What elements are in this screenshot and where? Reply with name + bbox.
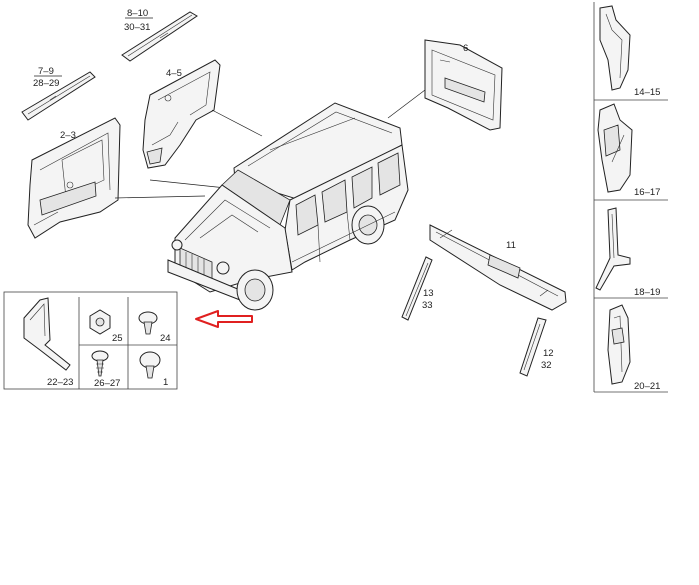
- vehicle-illustration: [167, 102, 409, 311]
- right-parts-column: [593, 2, 668, 393]
- part-16-17[interactable]: [597, 103, 633, 193]
- label-1: 1: [163, 377, 168, 388]
- label-13: 13: [423, 288, 434, 299]
- part-25[interactable]: [89, 309, 111, 335]
- label-16-17: 16–17: [634, 187, 660, 198]
- part-1[interactable]: [139, 351, 161, 379]
- label-6: 6: [463, 43, 468, 54]
- fasteners-box: [3, 291, 178, 390]
- leader-line: [211, 109, 263, 137]
- part-6[interactable]: [424, 39, 503, 131]
- label-32: 32: [541, 360, 552, 371]
- label-25: 25: [112, 333, 123, 344]
- label-12: 12: [543, 348, 554, 359]
- label-4-5: 4–5: [166, 68, 182, 79]
- label-7-9: 7–9: [38, 66, 54, 77]
- label-33: 33: [422, 300, 433, 311]
- part-18-19[interactable]: [595, 207, 631, 291]
- label-11: 11: [506, 240, 516, 251]
- label-30-31: 30–31: [124, 22, 150, 33]
- part-14-15[interactable]: [599, 5, 631, 91]
- part-24[interactable]: [138, 311, 158, 335]
- label-28-29: 28–29: [33, 78, 59, 89]
- label-2-3: 2–3: [60, 130, 76, 141]
- part-2-3[interactable]: [27, 117, 121, 239]
- label-20-21: 20–21: [634, 381, 660, 392]
- part-11[interactable]: [429, 224, 567, 311]
- part-4-5[interactable]: [142, 59, 221, 169]
- label-8-10: 8–10: [127, 8, 148, 19]
- leader-line: [149, 179, 227, 189]
- pointer-arrow: [195, 310, 253, 328]
- label-22-23: 22–23: [47, 377, 73, 388]
- part-22-23[interactable]: [23, 297, 71, 371]
- leader-line: [114, 195, 206, 199]
- part-12[interactable]: [519, 317, 547, 377]
- label-24: 24: [160, 333, 171, 344]
- label-18-19: 18–19: [634, 287, 660, 298]
- label-14-15: 14–15: [634, 87, 660, 98]
- part-7-9[interactable]: [21, 71, 96, 121]
- leader-line: [387, 89, 426, 119]
- part-8-10[interactable]: [121, 11, 198, 62]
- part-13[interactable]: [401, 256, 433, 321]
- label-26-27: 26–27: [94, 378, 120, 389]
- part-26-27[interactable]: [91, 350, 109, 377]
- part-20-21[interactable]: [607, 304, 631, 385]
